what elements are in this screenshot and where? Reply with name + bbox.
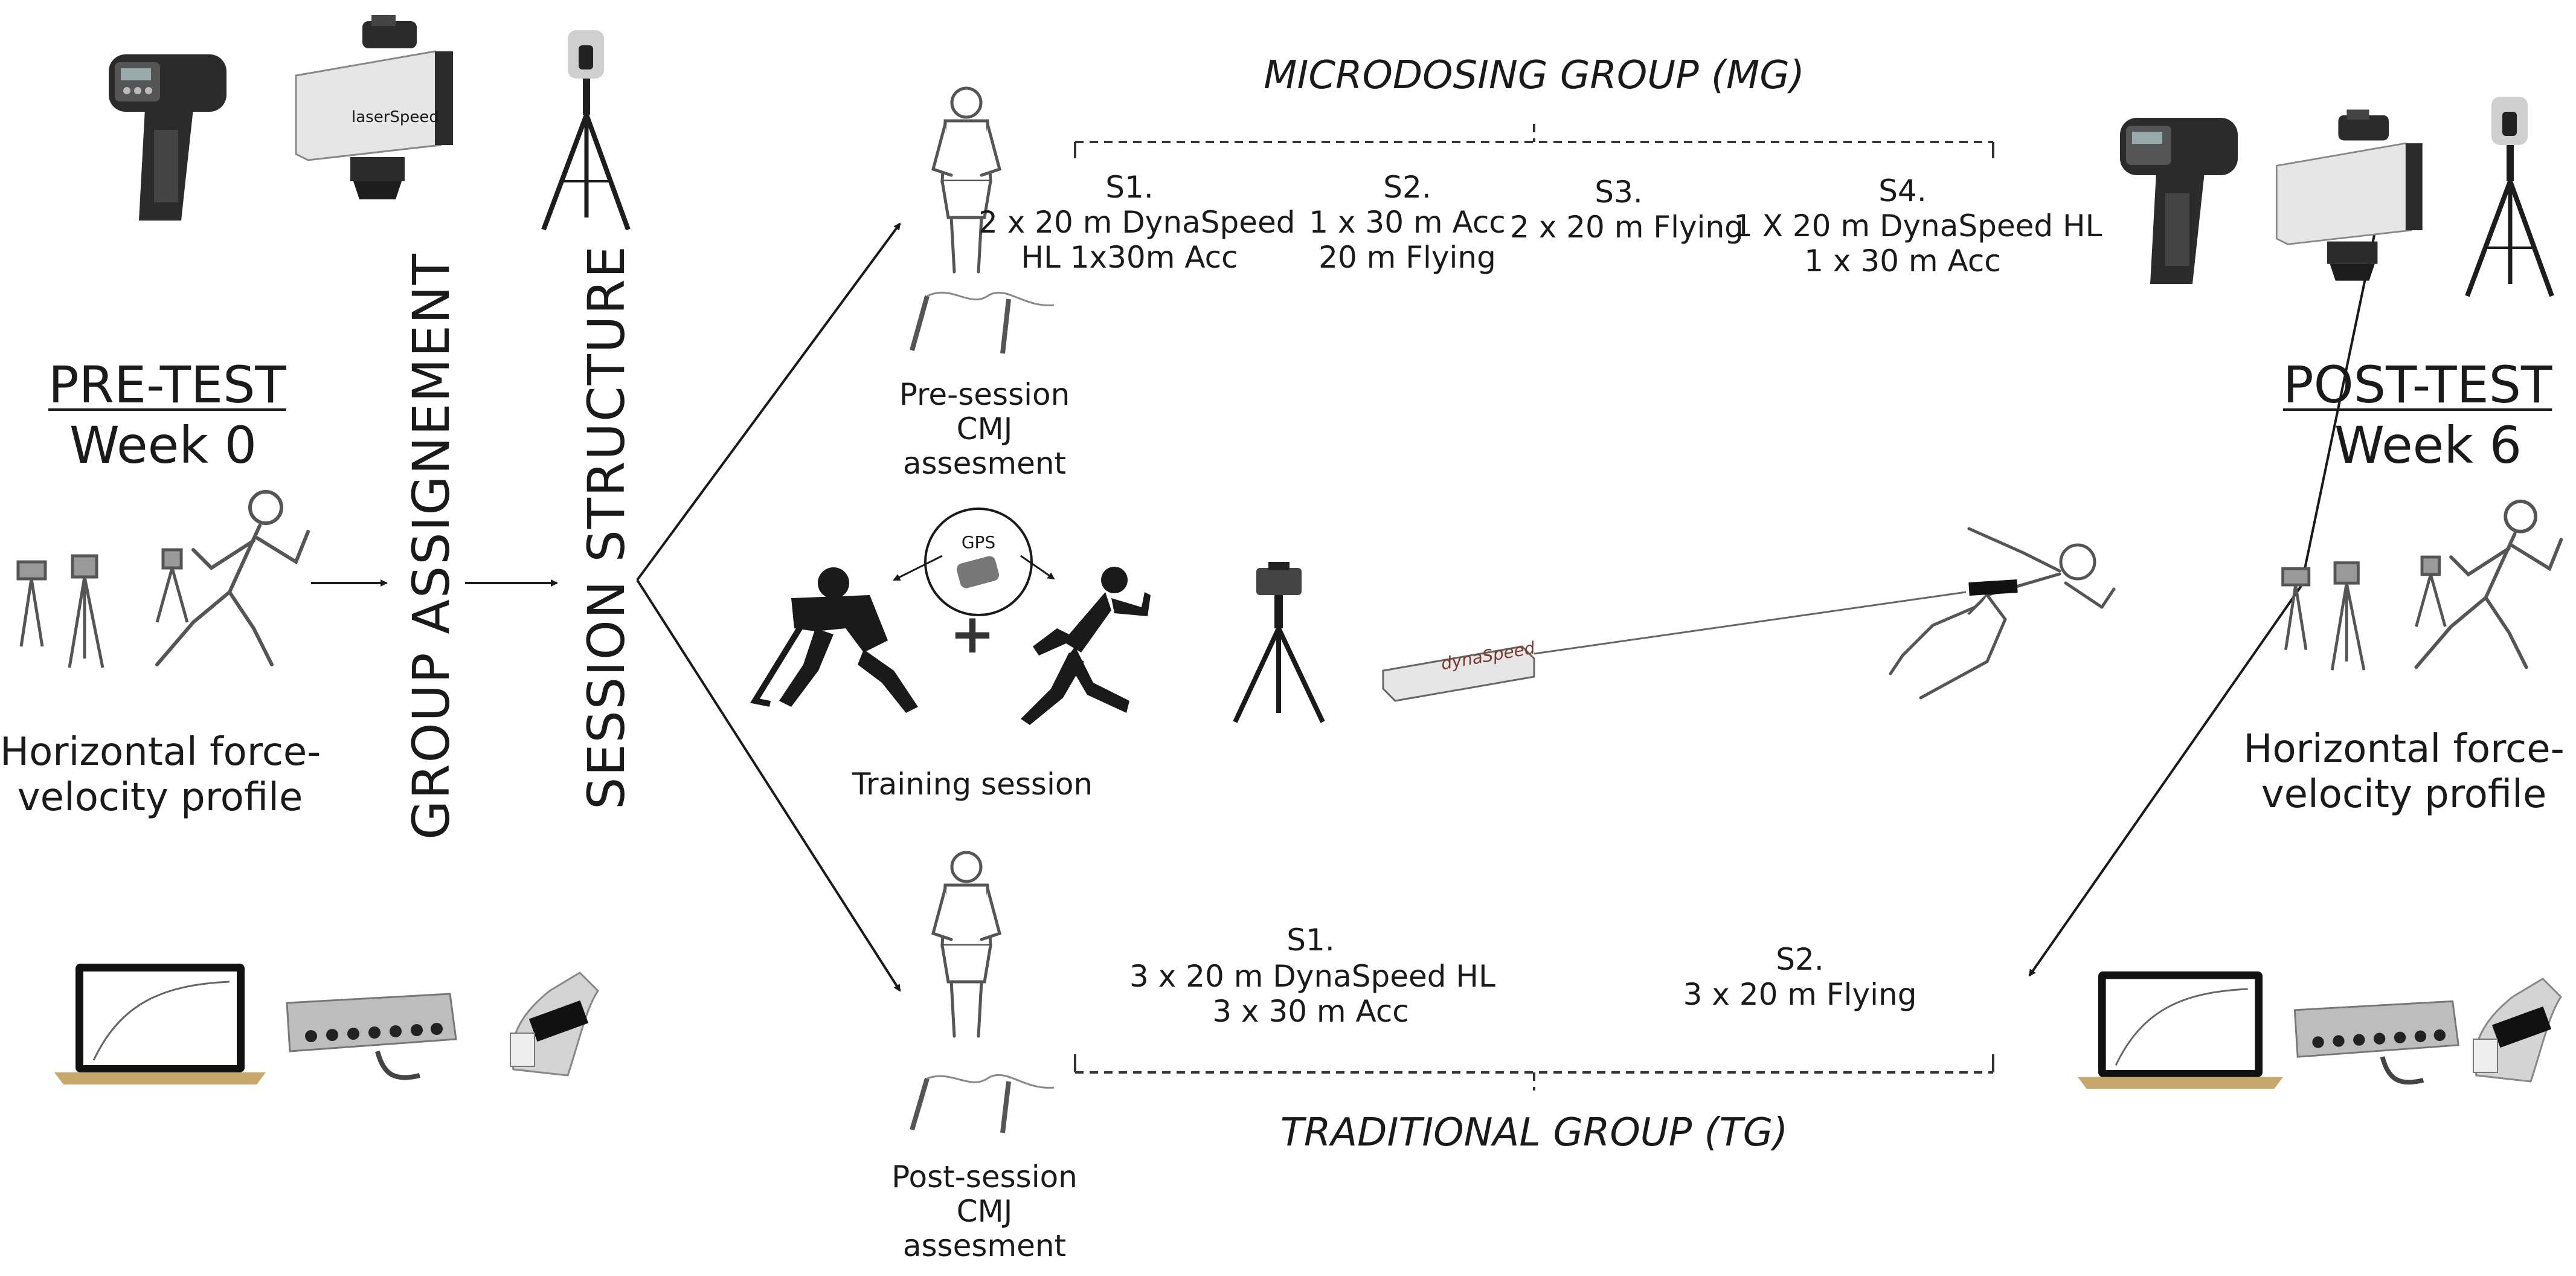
radar-gun-icon (109, 54, 226, 221)
tg-session-2-id: S2. (1776, 942, 1824, 977)
pre-test-profile-line2: velocity profile (17, 775, 303, 820)
pre-test-week: Week 0 (69, 416, 257, 475)
microdosing-bracket (1075, 124, 1993, 143)
tg-session-2-line1: 3 x 20 m Flying (1683, 977, 1917, 1012)
radar-gun-icon-right (2120, 118, 2238, 284)
plus-sign: + (949, 602, 995, 666)
gps-device: GPS (924, 507, 1033, 616)
mg-session-2-id: S2. (1383, 170, 1431, 205)
photocell-tripod-icon-right (2465, 97, 2554, 297)
post-test-setup-icon (2281, 499, 2563, 671)
tg-session-1-id: S1. (1286, 923, 1335, 958)
jump-sensor-top-icon (910, 291, 1055, 354)
arrow-to-microdosing (636, 222, 901, 581)
dynaspeed-device-icon (1382, 645, 1535, 702)
laser-speed-brand-label: laserSpeed (352, 108, 439, 126)
laser-speed-device-icon-right (2275, 109, 2423, 281)
tg-session-1-line2: 3 x 30 m Acc (1212, 994, 1409, 1029)
gps-label: GPS (961, 532, 996, 552)
pre-session-cmj-line2: CMJ (956, 411, 1013, 446)
sprinter-icon (1021, 567, 1151, 725)
laptop-icon (54, 964, 266, 1084)
pre-test-title: PRE-TEST (48, 355, 286, 414)
post-test-title: POST-TEST (2283, 355, 2552, 414)
post-test-profile-line2: velocity profile (2261, 772, 2547, 817)
tg-session-1-line1: 3 x 20 m DynaSpeed HL (1129, 959, 1495, 994)
mg-session-2-line1: 1 x 30 m Acc (1309, 205, 1506, 240)
shoe-sensor-icon (510, 971, 599, 1077)
mg-session-2-line2: 20 m Flying (1319, 240, 1496, 275)
force-sensor-box-icon (286, 993, 457, 1080)
pre-session-cmj-line3: assesment (902, 446, 1067, 481)
gps-unit-icon (955, 555, 1001, 590)
arrow-to-post-top (2300, 222, 2379, 587)
laptop-icon-right (2078, 971, 2283, 1089)
traditional-group-title: TRADITIONAL GROUP (TG) (1280, 1110, 1788, 1155)
jump-sensor-bottom-icon (910, 1074, 1055, 1133)
post-test-profile-line1: Horizontal force- (2243, 727, 2565, 772)
arrow-to-traditional (636, 579, 901, 992)
mg-session-4-line1: 1 X 20 m DynaSpeed HL (1733, 208, 2102, 243)
hockey-player-icon (750, 567, 918, 713)
traditional-bracket (1075, 1071, 1993, 1091)
post-session-cmj-line2: CMJ (956, 1194, 1013, 1229)
pre-test-setup-icon (16, 490, 310, 668)
post-session-cmj-line1: Post-session (891, 1159, 1078, 1194)
mg-session-3-id: S3. (1595, 175, 1643, 210)
pre-test-profile-line1: Horizontal force- (0, 730, 321, 775)
training-session-label: Training session (852, 767, 1093, 802)
mg-session-4-id: S4. (1878, 173, 1927, 208)
camera-tripod-icon (1233, 562, 1325, 723)
shoe-sensor-icon-right (2473, 978, 2562, 1083)
harness-sprinter-icon (1889, 527, 2116, 700)
photocell-tripod-icon (541, 30, 631, 231)
mg-session-1-line1: 2 x 20 m DynaSpeed (978, 205, 1296, 240)
post-test-week: Week 6 (2334, 416, 2522, 475)
laser-speed-device-icon (295, 15, 453, 199)
mg-session-3-line1: 2 x 20 m Flying (1510, 210, 1744, 245)
mg-session-4-line2: 1 x 30 m Acc (1804, 243, 2001, 279)
arrow-to-post-bottom (2028, 585, 2302, 977)
post-session-cmj-line3: assesment (902, 1228, 1067, 1263)
standing-athlete-bottom-icon (931, 851, 1002, 1038)
force-sensor-box-icon-right (2293, 1000, 2459, 1085)
microdosing-group-title: MICRODOSING GROUP (MG) (1264, 53, 1805, 98)
pre-session-cmj-line1: Pre-session (899, 377, 1070, 412)
mg-session-1-id: S1. (1105, 170, 1154, 205)
standing-athlete-top-icon (931, 86, 1002, 274)
mg-session-1-line2: HL 1x30m Acc (1021, 240, 1238, 275)
